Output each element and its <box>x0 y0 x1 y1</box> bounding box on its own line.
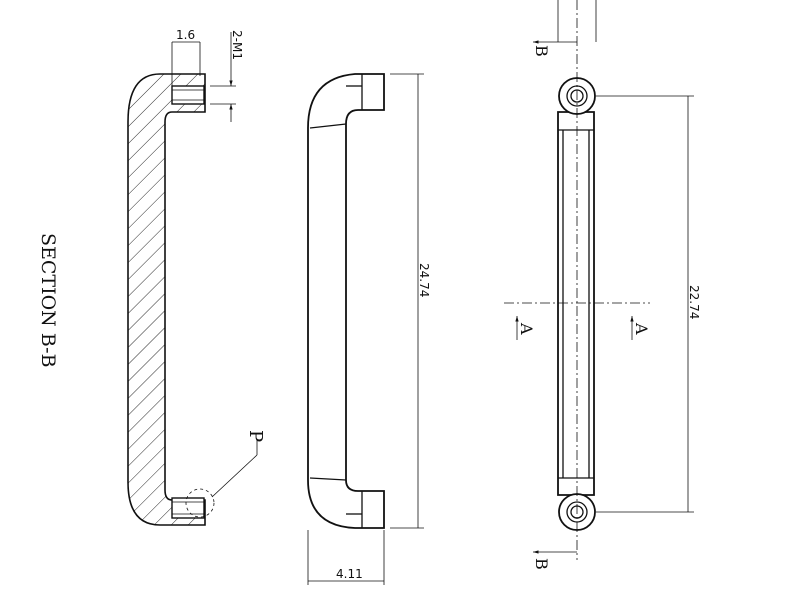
section-mark-a-right: A <box>632 322 651 335</box>
section-mark-b-top: B <box>532 45 551 57</box>
section-title: SECTION B-B <box>37 233 59 368</box>
dim-hole-spacing-label: 22.74 <box>687 285 701 319</box>
side-view: 24.74 4.11 <box>307 73 431 585</box>
side-outline <box>307 73 385 529</box>
section-mark-a-left: A <box>517 322 536 335</box>
dim-width-label: 1.6 <box>176 28 195 42</box>
detail-label: P <box>245 430 266 442</box>
detail-leader <box>211 454 258 498</box>
section-body <box>127 73 206 526</box>
thread-hole-top <box>171 85 205 105</box>
section-mark-b-bottom: B <box>532 558 551 570</box>
front-view: B B A A 22.74 <box>504 0 701 570</box>
detail-circle <box>185 488 215 518</box>
dim-depth-label: 4.11 <box>336 567 363 581</box>
dim-thread-label: 2-M1 <box>230 30 244 60</box>
thread-hole-bottom <box>171 497 205 519</box>
section-view-b-b: 1.6 2-M1 P SECTION B-B <box>37 28 266 526</box>
dim-length-label: 24.74 <box>417 263 431 297</box>
